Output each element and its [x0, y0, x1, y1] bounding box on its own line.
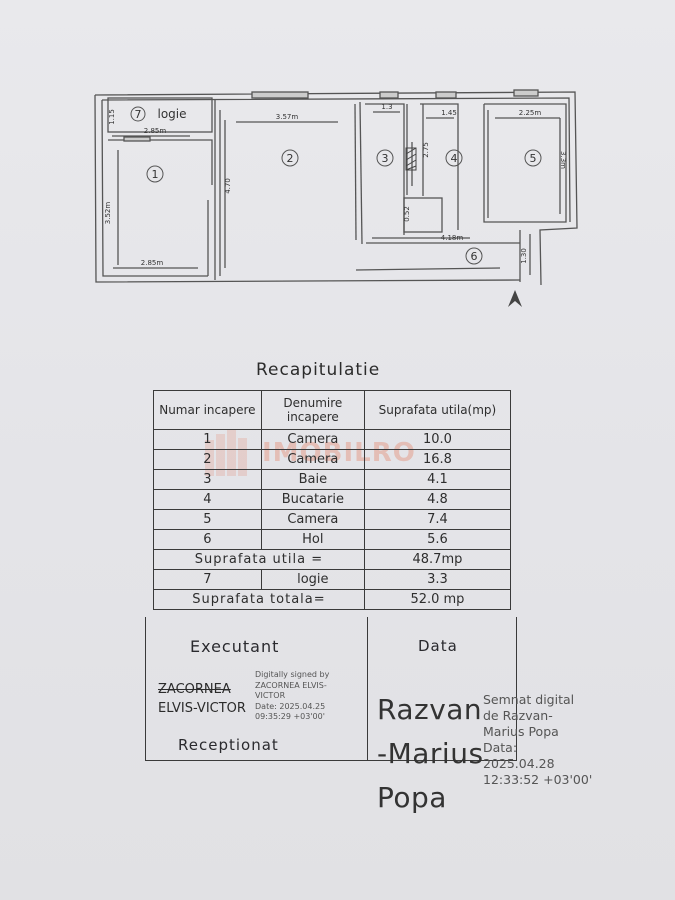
table-row: 6 Hol 5.6: [153, 529, 512, 550]
header-numar: Numar incapere: [153, 390, 262, 430]
north-arrow-icon: [508, 290, 522, 307]
dim-r4-width: 1.45: [441, 109, 457, 117]
row-name: Camera: [260, 429, 365, 450]
row-name: Camera: [260, 509, 365, 530]
table-row: 1 Camera 10.0: [153, 429, 512, 450]
table-row: 4 Bucatarie 4.8: [153, 489, 512, 510]
signer-receptionat-name: Razvan -Marius Popa: [377, 693, 484, 814]
util-value: 48.7mp: [363, 549, 512, 570]
dim-hol-height: 1.30: [520, 248, 528, 264]
util-label: Suprafata utila =: [153, 549, 365, 570]
total-row: Suprafata totala= 52.0 mp: [153, 589, 512, 610]
dim-small: 0.52: [403, 206, 411, 222]
room-6-number: 6: [471, 250, 478, 263]
row-area: 10.0: [363, 429, 512, 450]
signature-block: Executant Data Receptionat: [145, 617, 517, 761]
dim-r3-width: 1.3: [381, 103, 392, 111]
row-area: 5.6: [363, 529, 512, 550]
table-row: 5 Camera 7.4: [153, 509, 512, 530]
recap-table: Numar incapere Denumire incapere Suprafa…: [153, 390, 512, 610]
row-num: 3: [153, 469, 262, 490]
header-denumire: Denumire incapere: [260, 390, 365, 430]
receptionat-label: Receptionat: [178, 736, 279, 754]
digital-signature-executant: Digitally signed by ZACORNEA ELVIS- VICT…: [255, 670, 330, 721]
total-label: Suprafata totala=: [153, 589, 365, 610]
table-row: 3 Baie 4.1: [153, 469, 512, 490]
room-5-number: 5: [530, 152, 537, 165]
row-name: Camera: [260, 449, 365, 470]
recap-title: Recapitulatie: [256, 360, 381, 380]
digital-signature-receptionat: Semnat digital de Razvan- Marius Popa Da…: [483, 692, 593, 787]
row-num: 6: [153, 529, 262, 550]
room-1-number: 1: [152, 168, 159, 181]
data-label: Data: [418, 637, 458, 655]
row-area: 16.8: [363, 449, 512, 470]
outer-wall-top-right: [94, 91, 578, 286]
row-num: 4: [153, 489, 262, 510]
signer-executant-line2: ELVIS-VICTOR: [158, 701, 246, 716]
header-suprafata: Suprafata utila(mp): [363, 390, 512, 430]
executant-label: Executant: [190, 637, 280, 656]
dim-r2-width: 3.57m: [276, 113, 299, 121]
table-row: 2 Camera 16.8: [153, 449, 512, 470]
table-row: 7 logie 3.3: [153, 569, 512, 590]
dim-r5-height: 3.3m: [559, 151, 567, 169]
row-num: 5: [153, 509, 262, 530]
room-3-number: 3: [382, 152, 389, 165]
dim-hol-width: 4.18m: [441, 234, 464, 242]
row-name: Bucatarie: [260, 489, 365, 510]
util-row: Suprafata utila = 48.7mp: [153, 549, 512, 570]
total-value: 52.0 mp: [363, 589, 512, 610]
row-area: 4.1: [363, 469, 512, 490]
row-name: Hol: [260, 529, 365, 550]
dim-r5-width: 2.25m: [519, 109, 542, 117]
signer-executant: ZACORNEA ELVIS-VICTOR: [158, 680, 246, 718]
row-area: 4.8: [363, 489, 512, 510]
dim-r1-width: 2.85m: [141, 259, 164, 267]
row-num: 2: [153, 449, 262, 470]
room-2-number: 2: [287, 152, 294, 165]
row-name: logie: [260, 569, 365, 590]
dim-r2-height: 4.70: [224, 178, 232, 194]
dim-logie-height: 1.15: [108, 109, 116, 125]
row-area: 7.4: [363, 509, 512, 530]
outer-wall-left-bottom: [94, 94, 521, 283]
row-num: 7: [153, 569, 262, 590]
dim-logie-width: 2.85m: [144, 127, 167, 135]
floor-plan: 7 logie 1 2 3 4 5 6 2.85m 1.15 2.85m 3.5…: [94, 89, 578, 307]
room-7-number: 7: [135, 108, 142, 121]
dim-r1-height: 3.52m: [104, 202, 112, 225]
recap-header-row: Numar incapere Denumire incapere Suprafa…: [153, 390, 512, 430]
row-num: 1: [153, 429, 262, 450]
room-7-label: logie: [157, 107, 186, 121]
room-4-number: 4: [451, 152, 458, 165]
row-area: 3.3: [363, 569, 512, 590]
dim-r3-height: 2.75: [422, 142, 430, 158]
row-name: Baie: [260, 469, 365, 490]
signer-executant-line1: ZACORNEA: [158, 682, 231, 697]
